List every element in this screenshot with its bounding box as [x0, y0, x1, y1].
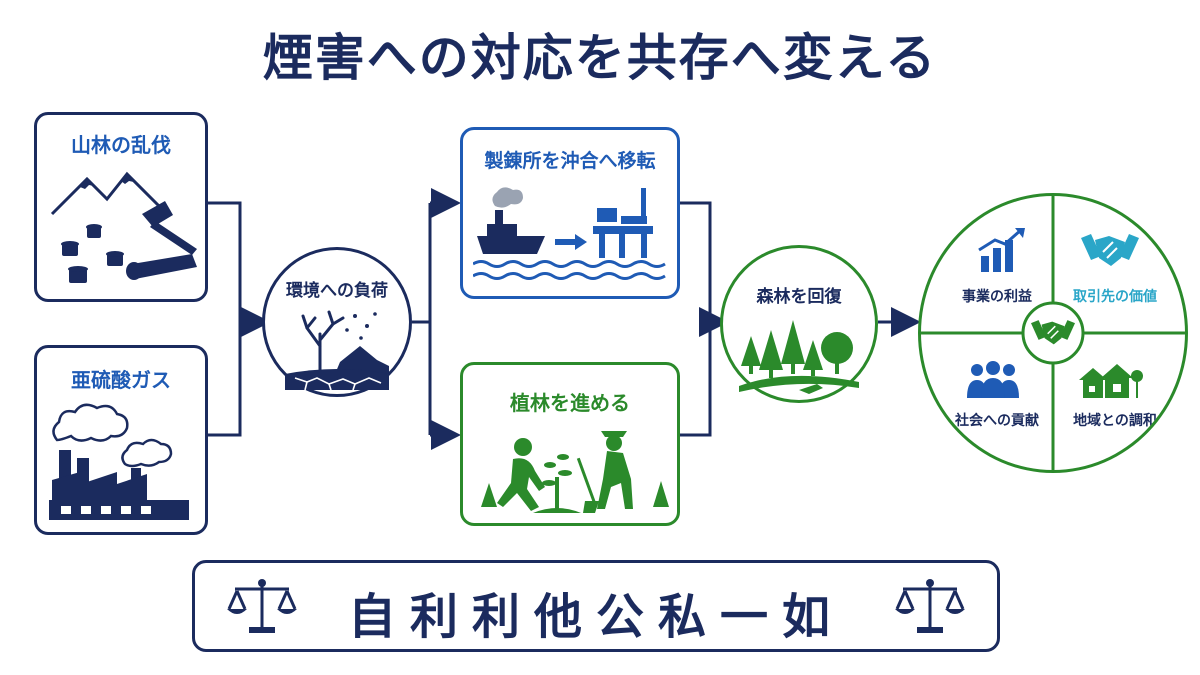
burden-label: 環境への負荷 [286, 281, 388, 301]
outcome-profit-label: 事業の利益 [962, 289, 1032, 305]
outcome-community-label: 地域との調和 [1073, 413, 1157, 429]
forest-icon [739, 320, 859, 394]
planting-label: 植林を進める [510, 391, 630, 415]
outcome-partners-label: 取引先の価値 [1073, 289, 1157, 305]
planting-people-icon [481, 431, 669, 513]
center-handshake-icon [1031, 320, 1075, 345]
relocation-box: 製錬所を沖合へ移転 [460, 127, 680, 299]
handshake-icon [1081, 234, 1139, 266]
ship-to-platform-icon [473, 187, 666, 280]
gas-label: 亜硫酸ガス [71, 368, 171, 392]
balance-scale-icon-right [895, 579, 965, 633]
mountain-stump-axe-icon [50, 171, 197, 283]
relocation-label: 製錬所を沖合へ移転 [484, 150, 656, 172]
logging-label: 山林の乱伐 [71, 133, 171, 157]
recovery-label: 森林を回復 [756, 287, 842, 307]
burden-circle: 環境への負荷 [262, 247, 412, 397]
planting-box: 植林を進める [460, 362, 680, 526]
recovery-circle: 森林を回復 [720, 245, 878, 403]
logging-box: 山林の乱伐 [34, 112, 208, 302]
outcomes-circle: 事業の利益 取引先の価値 社会への貢献 [918, 193, 1188, 473]
balance-scale-icon-left [227, 579, 297, 633]
factory-smoke-icon [49, 403, 189, 520]
causes-merge-line [208, 201, 242, 437]
bar-chart-icon [978, 228, 1025, 272]
motto-banner: 自利利他公私一如 [192, 560, 1000, 652]
responses-merge-line [680, 201, 712, 437]
motto-text: 自利利他公私一如 [347, 589, 844, 645]
people-group-icon [967, 361, 1019, 398]
houses-icon [1079, 364, 1143, 398]
page-title: 煙害への対応を共存へ変える [262, 29, 938, 87]
outcome-society-label: 社会への貢献 [955, 413, 1039, 429]
dead-tree-icon [285, 310, 389, 390]
gas-box: 亜硫酸ガス [34, 345, 208, 535]
